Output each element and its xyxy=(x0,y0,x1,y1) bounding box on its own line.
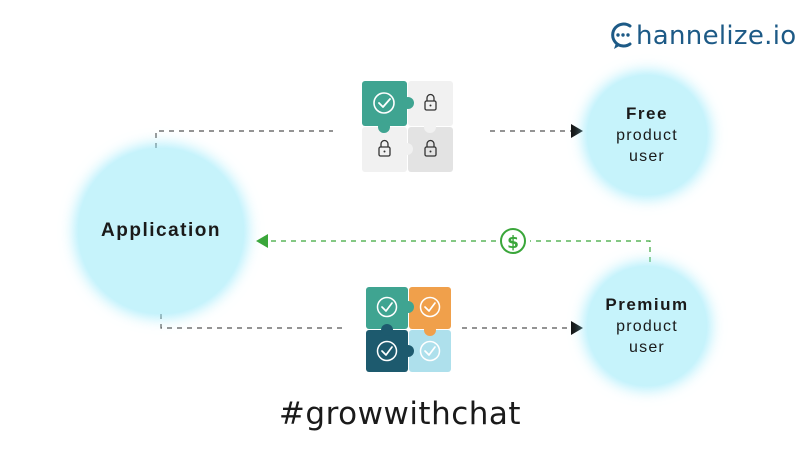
connector-application-to-free xyxy=(155,124,583,148)
free-user-line3: user xyxy=(629,148,665,165)
puzzle-piece-unlocked xyxy=(362,81,407,126)
puzzle-piece-locked xyxy=(362,127,407,172)
free-user-node: Free product user xyxy=(587,75,707,195)
check-icon xyxy=(376,296,398,318)
puzzle-piece-unlocked xyxy=(366,330,408,372)
premium-user-line1: Premium xyxy=(605,295,689,314)
brand-logo: hannelize.io xyxy=(610,18,796,54)
premium-user-node: Premium product user xyxy=(587,266,707,386)
connector-application-to-premium xyxy=(160,314,583,335)
arrow-right-icon xyxy=(571,321,583,335)
arrow-right-icon xyxy=(571,124,583,138)
hashtag-caption: #growwithchat xyxy=(278,396,522,432)
puzzle-piece-unlocked xyxy=(409,330,451,372)
check-icon xyxy=(419,296,441,318)
application-node: Application xyxy=(78,148,244,314)
connector-premium-to-application xyxy=(256,234,651,262)
puzzle-piece-unlocked xyxy=(409,287,451,329)
premium-user-line2: product xyxy=(616,318,678,335)
puzzle-piece-unlocked xyxy=(366,287,408,329)
puzzle-piece-locked xyxy=(408,127,453,172)
check-icon xyxy=(373,92,395,114)
lock-icon xyxy=(424,139,437,157)
lock-icon xyxy=(378,139,391,157)
check-icon xyxy=(376,340,398,362)
brand-name: hannelize.io xyxy=(636,21,797,51)
free-user-line1: Free xyxy=(626,104,668,123)
check-icon xyxy=(419,340,441,362)
chat-bubble-icon xyxy=(611,22,632,49)
svg-text:$: $ xyxy=(507,233,519,253)
premium-user-line3: user xyxy=(629,339,665,356)
puzzle-piece-locked xyxy=(408,81,453,126)
arrow-left-icon xyxy=(256,234,268,248)
free-user-line2: product xyxy=(616,127,678,144)
application-label: Application xyxy=(101,220,221,241)
lock-icon xyxy=(424,93,437,111)
